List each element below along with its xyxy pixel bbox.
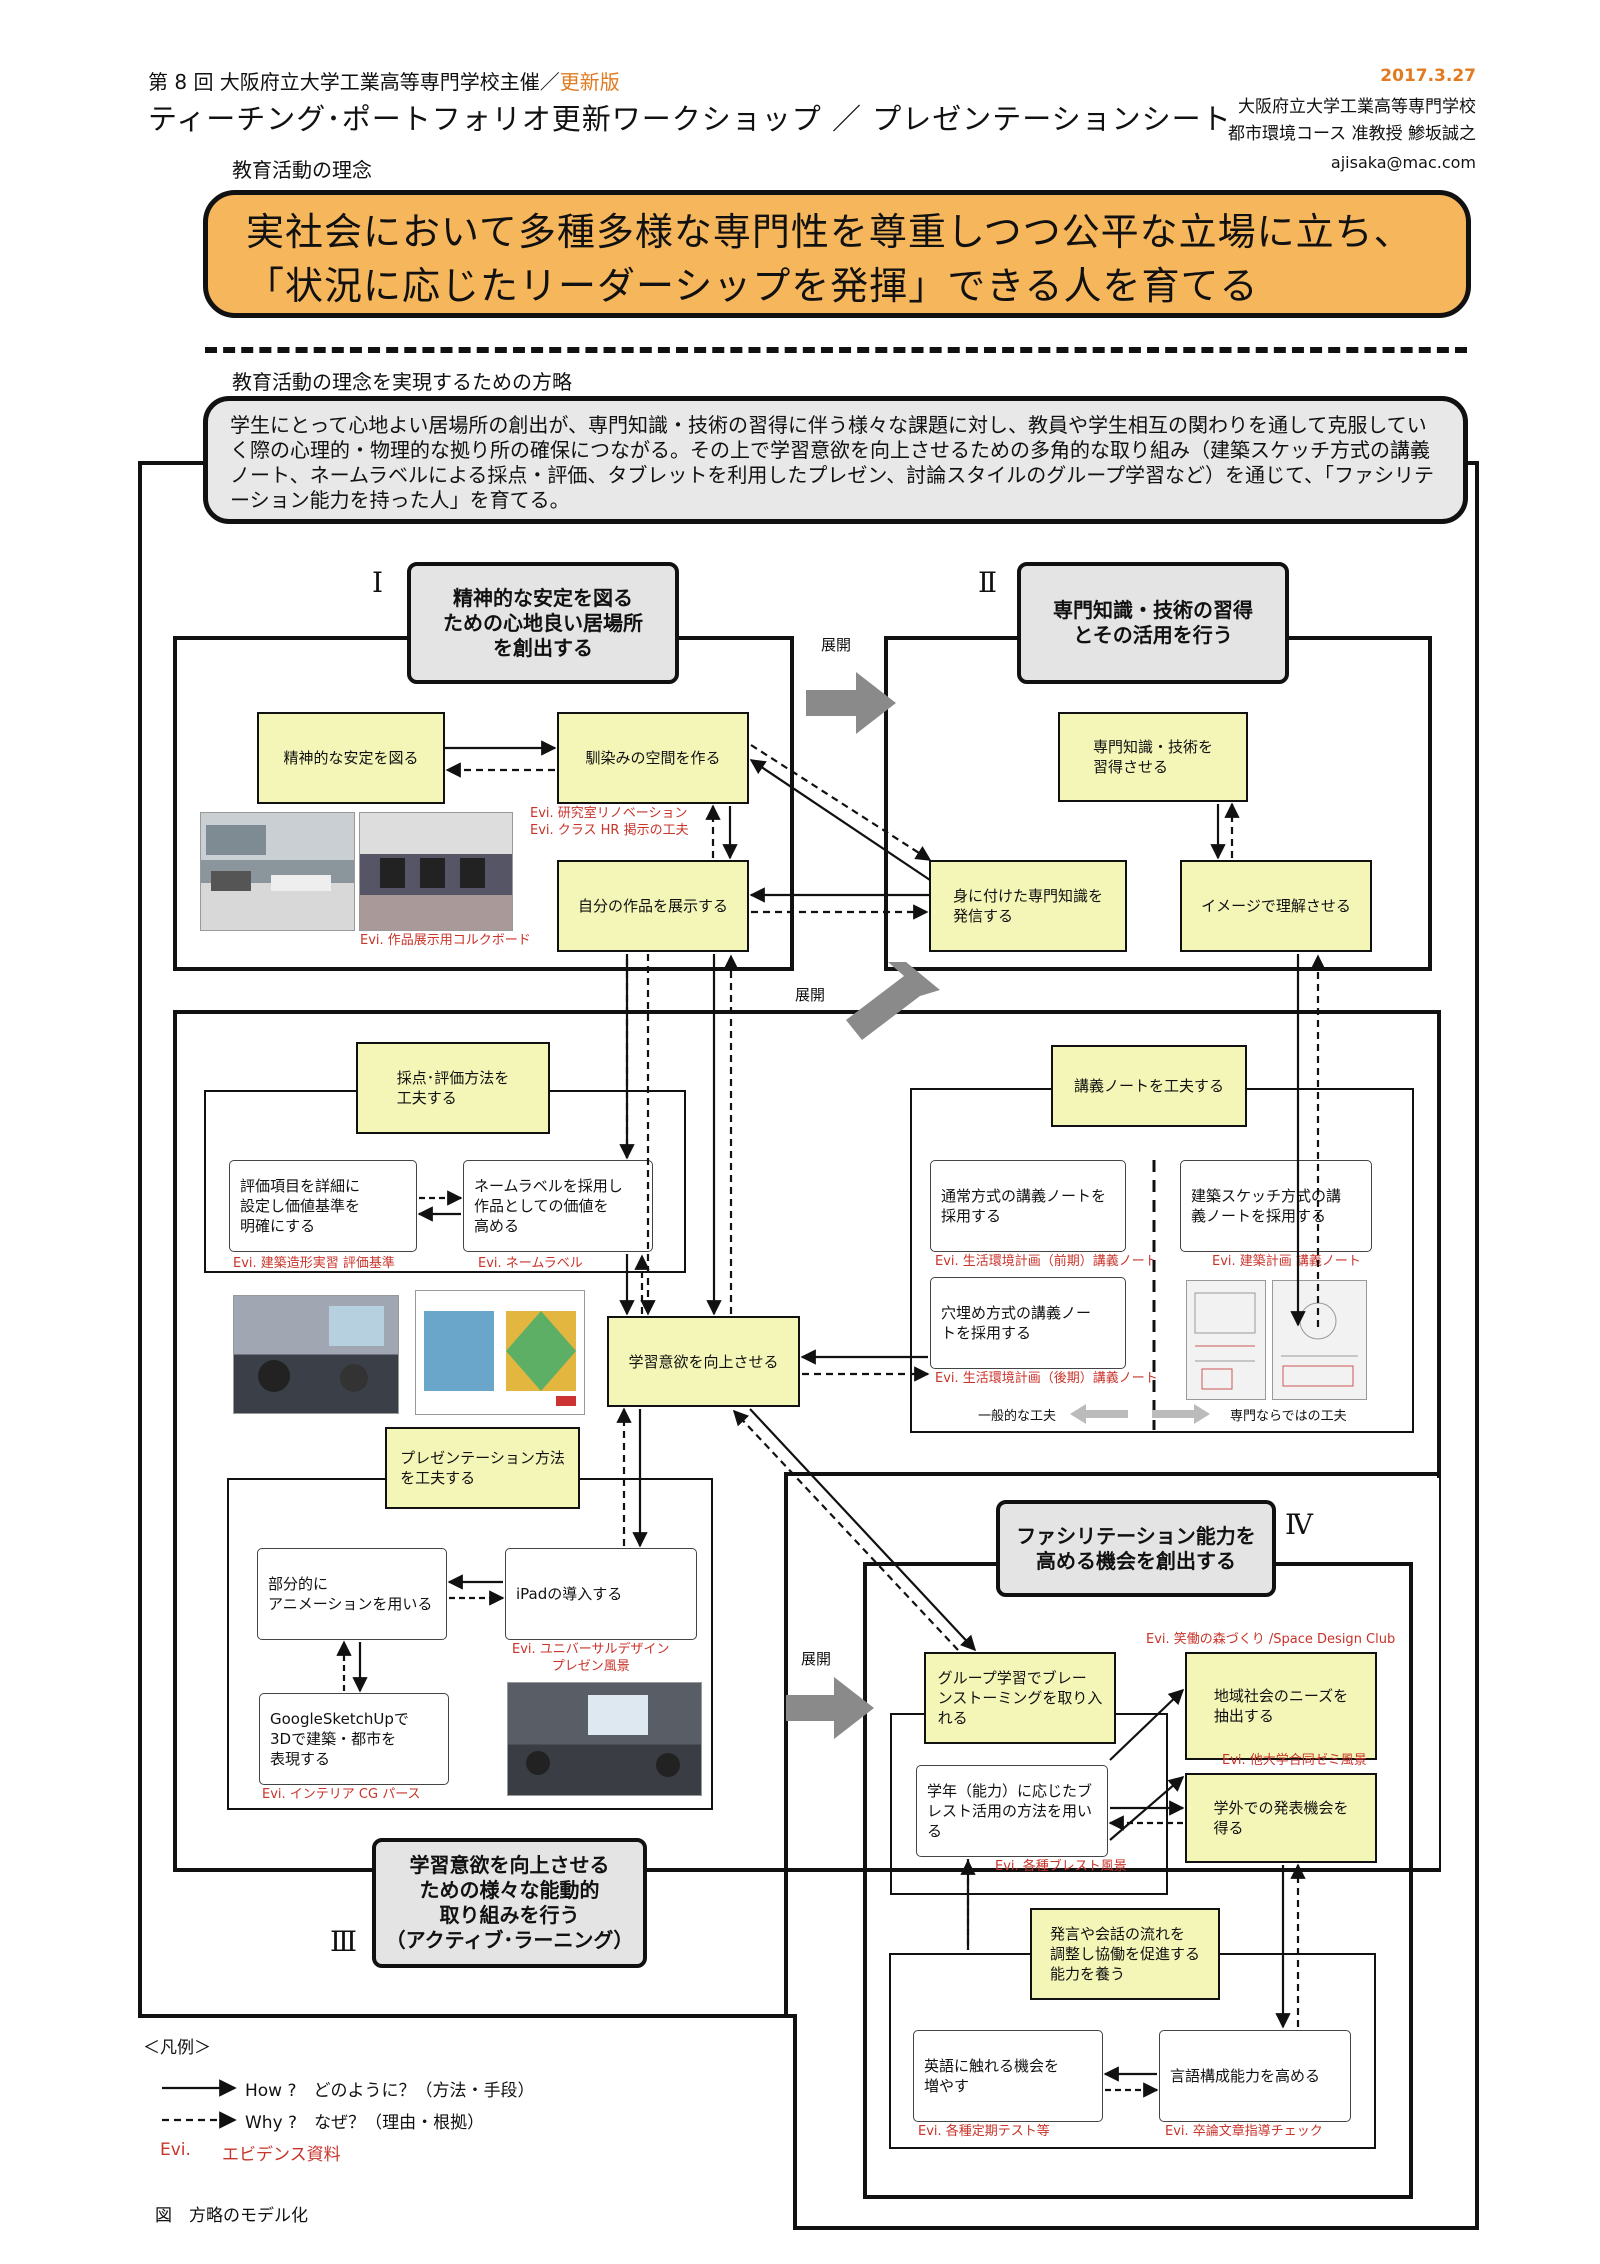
photo-classroom: [359, 812, 513, 931]
photo-name-labels: [415, 1290, 585, 1415]
tenkai-label-1: 展開: [821, 636, 852, 654]
evidence-13: Evi. 各種定期テスト等: [918, 2124, 1050, 2139]
tenkai-label-3: 展開: [801, 1650, 832, 1668]
evidence-3: Evi. 建築造形実習 評価基準: [233, 1256, 395, 1271]
node-group: グループ学習でブレー ンストーミングを取り入 れる: [924, 1652, 1116, 1744]
evidence-12: Evi. 各種ブレスト風景: [995, 1859, 1127, 1874]
node-saiten-title: 採点･評価方法を 工夫する: [356, 1042, 550, 1134]
section-2-title: 専門知識・技術の習得 とその活用を行う: [1017, 562, 1289, 684]
node-eigo: 英語に触れる機会を 増やす: [913, 2030, 1103, 2122]
section-3-numeral: Ⅲ: [330, 1925, 358, 1958]
legend-why: Why ? なぜ？（理由・根拠）: [245, 2113, 485, 2133]
section-4-title: ファシリテーション能力を 高める機会を創出する: [996, 1500, 1276, 1597]
node-hasshin: 身に付けた専門知識を 発信する: [929, 860, 1127, 952]
philosophy-label: 教育活動の理念: [232, 158, 372, 182]
evidence-10: Evi. 笑働の森づくり /Space Design Club: [1146, 1632, 1396, 1647]
node-hyoka-komoku: 評価項目を詳細に 設定し価値基準を 明確にする: [229, 1160, 417, 1252]
node-chiiki: 地域社会のニーズを 抽出する: [1185, 1652, 1377, 1760]
node-kenchiku-sketch: 建築スケッチ方式の講 義ノートを採用する: [1180, 1160, 1372, 1252]
tenkai-label-2: 展開: [795, 986, 826, 1004]
update-label: 更新版: [559, 70, 620, 94]
strategy-statement: 学生にとって心地よい居場所の創出が、専門知識・技術の習得に伴う様々な課題に対し、…: [203, 396, 1468, 524]
email: ajisaka@mac.com: [1330, 153, 1476, 172]
node-seishin: 精神的な安定を図る: [257, 712, 445, 804]
section-2-numeral: Ⅱ: [978, 566, 998, 599]
node-gakunen: 学年（能力）に応じたブ レスト活用の方法を用い る: [916, 1765, 1108, 1857]
node-image-rikai: イメージで理解させる: [1180, 860, 1372, 952]
node-hatsugen-title: 発言や会話の流れを 調整し協働を促進する 能力を養う: [1030, 1908, 1220, 2000]
label-ippan: 一般的な工夫: [978, 1409, 1057, 1424]
strategy-label: 教育活動の理念を実現するための方略: [232, 370, 572, 394]
section-4-numeral: Ⅳ: [1285, 1508, 1313, 1541]
evidence-7: Evi. 建築計画 講義ノート: [1212, 1254, 1361, 1269]
evidence-6: Evi. 生活環境計画（後期）講義ノート: [935, 1371, 1158, 1386]
legend-title: ＜凡例＞: [143, 2038, 211, 2058]
photo-note-2: [1272, 1280, 1367, 1400]
kogi-divider: [1152, 1160, 1156, 1430]
section-1-title: 精神的な安定を図る ための心地良い居場所 を創出する: [407, 562, 679, 684]
legend-evi-label: エビデンス資料: [222, 2145, 341, 2165]
photo-presentation: [507, 1682, 702, 1796]
evidence-2: Evi. 作品展示用コルクボード: [360, 933, 531, 948]
legend-evi-key: Evi.: [160, 2140, 191, 2160]
divider: [205, 347, 1467, 353]
node-anime: 部分的に アニメーションを用いる: [257, 1548, 447, 1640]
node-gakugai: 学外での発表機会を 得る: [1185, 1773, 1377, 1863]
node-kogi-title: 講義ノートを工夫する: [1051, 1045, 1247, 1127]
legend-how: How ? どのように？（方法・手段）: [245, 2081, 535, 2101]
evidence-8: Evi. ユニバーサルデザイン プレゼン風景: [512, 1642, 670, 1674]
photo-lab: [200, 812, 355, 931]
evidence-1: Evi. 研究室リノベーション Evi. クラス HR 掲示の工夫: [530, 806, 689, 838]
photo-note-1: [1186, 1280, 1266, 1400]
node-sakuhin: 自分の作品を展示する: [557, 860, 749, 952]
evidence-5: Evi. 生活環境計画（前期）講義ノート: [935, 1254, 1158, 1269]
photo-tablet-class: [233, 1295, 399, 1414]
node-gakushu-iyoku: 学習意欲を向上させる: [607, 1316, 800, 1407]
node-name-label: ネームラベルを採用し 作品としての価値を 高める: [463, 1160, 653, 1252]
node-gengo: 言語構成能力を高める: [1159, 2030, 1351, 2122]
node-najimi: 馴染みの空間を作る: [557, 712, 749, 804]
node-sketchup: GoogleSketchUpで 3Dで建築・都市を 表現する: [259, 1693, 449, 1785]
evidence-4: Evi. ネームラベル: [478, 1256, 583, 1271]
node-anaume: 穴埋め方式の講義ノー トを採用する: [930, 1277, 1126, 1369]
evidence-11: Evi. 他大学合同ゼミ風景: [1222, 1753, 1367, 1768]
evidence-14: Evi. 卒論文章指導チェック: [1165, 2124, 1323, 2139]
affiliation: 大阪府立大学工業高等専門学校 都市環境コース 准教授 鯵坂誠之: [1228, 97, 1476, 144]
section-1-numeral: Ⅰ: [372, 566, 384, 599]
kogi-direction-arrows: [1070, 1404, 1210, 1424]
section-3-frame: [173, 1010, 1441, 1872]
workshop-subtitle: 第 8 回 大阪府立大学工業高等専門学校主催／更新版: [148, 70, 620, 94]
node-tsujo: 通常方式の講義ノートを 採用する: [930, 1160, 1126, 1252]
page-title: ティーチング･ポートフォリオ更新ワークショップ ／ プレゼンテーションシート: [148, 102, 1232, 136]
figure-caption: 図 方略のモデル化: [155, 2206, 308, 2226]
label-senmon-kufu: 専門ならではの工夫: [1230, 1409, 1347, 1424]
philosophy-statement: 実社会において多種多様な専門性を尊重しつつ公平な立場に立ち、 「状況に応じたリー…: [203, 190, 1471, 318]
legend-arrows: [162, 2079, 237, 2129]
node-ipad: iPadの導入する: [505, 1548, 697, 1640]
evidence-9: Evi. インテリア CG パース: [262, 1787, 421, 1802]
node-senmon-shutoku: 専門知識・技術を 習得させる: [1058, 712, 1248, 802]
section-3-title: 学習意欲を向上させる ための様々な能動的 取り組みを行う （アクティブ･ラーニン…: [372, 1838, 647, 1968]
node-pres-title: プレゼンテーション方法 を工夫する: [385, 1427, 580, 1509]
date: 2017.3.27: [1380, 66, 1476, 86]
